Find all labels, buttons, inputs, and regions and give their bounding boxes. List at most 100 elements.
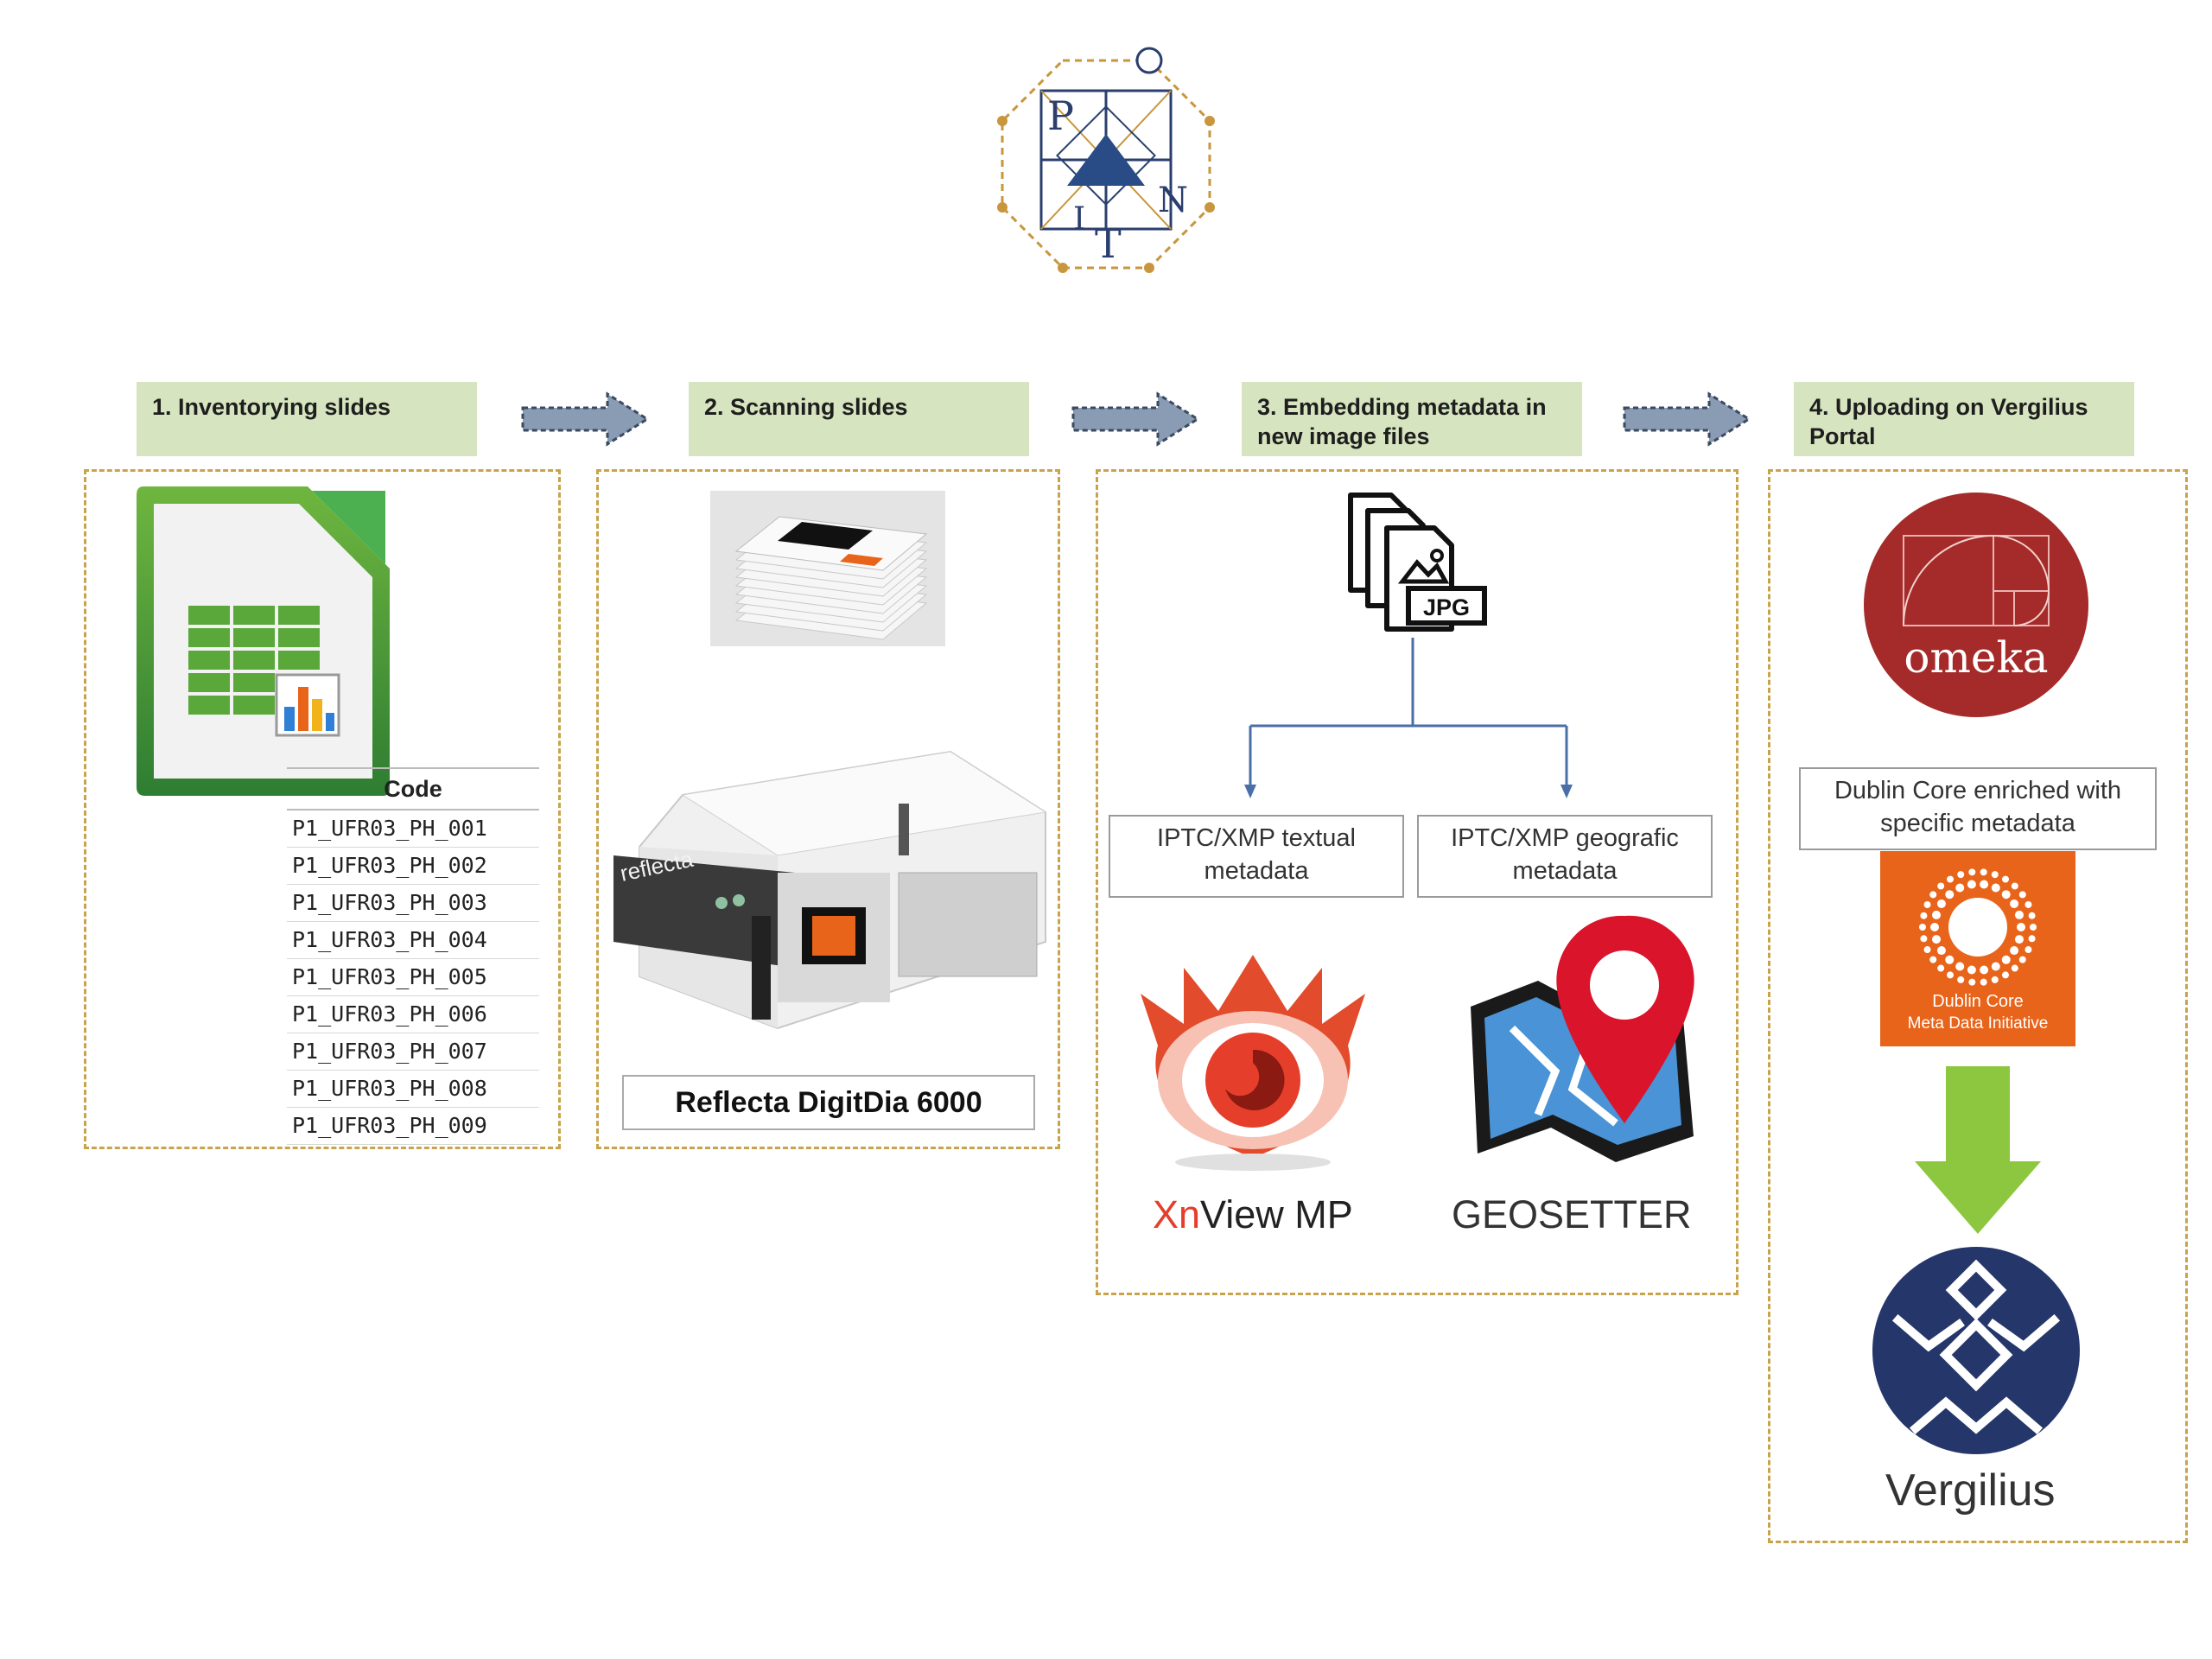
dublin-core-dot [1947, 971, 1954, 979]
step-2-panel [596, 469, 1060, 1149]
dublin-core-dot [1923, 946, 1931, 954]
dublin-core-dot [1945, 955, 1955, 964]
dublin-core-dot [1929, 891, 1937, 899]
dublin-core-dot [2011, 882, 2018, 890]
dublin-core-dot [1980, 868, 1987, 876]
code-table: Code P1_UFR03_PH_001 P1_UFR03_PH_002 P1_… [287, 767, 539, 1145]
xnview-title-prefix: Xn [1153, 1192, 1201, 1236]
dublin-core-dot [1957, 871, 1965, 879]
xnview-logo-icon [1141, 955, 1365, 1171]
dublin-core-dot [1991, 883, 2000, 893]
logo-letter-p: P [1047, 92, 1074, 139]
step-2-label: 2. Scanning slides [704, 394, 908, 420]
dublin-core-dot [1937, 964, 1945, 972]
pitn-logo: P I T N [997, 47, 1215, 273]
table-row: P1_UFR03_PH_003 [287, 884, 539, 922]
dublin-core-dot [1980, 880, 1989, 889]
geo-metadata-box: IPTC/XMP geografic metadata [1417, 815, 1713, 898]
table-row: P1_UFR03_PH_004 [287, 921, 539, 959]
arrow-3-to-4 [1623, 391, 1751, 447]
geo-metadata-label: IPTC/XMP geografic metadata [1451, 824, 1679, 885]
spreadsheet-icon [137, 486, 390, 796]
green-down-arrow [1915, 1066, 2041, 1234]
dublin-core-dot [2002, 875, 2009, 883]
table-row: P1_UFR03_PH_002 [287, 847, 539, 885]
dublin-core-dot [1936, 946, 1946, 956]
dublin-core-dot [2014, 910, 2024, 919]
dublin-core-dot [2030, 924, 2037, 931]
scanner-label-box: Reflecta DigitDia 6000 [622, 1075, 1035, 1130]
dublin-core-dot [2018, 956, 2026, 963]
arrow-2-to-3 [1071, 391, 1200, 447]
omeka-logo: omeka [1864, 493, 2088, 717]
geosetter-logo-icon [1471, 915, 1694, 1162]
step-3-header: 3. Embedding metadata in new image files [1242, 382, 1582, 456]
dublin-core-logo-line2: Meta Data Initiative [1908, 1014, 2049, 1033]
metadata-tree-connector [1244, 638, 1573, 798]
dublin-core-dot [1920, 912, 1928, 919]
step-1-panel [84, 469, 561, 1149]
dublin-core-dot [1991, 962, 2000, 971]
jpg-files-icon: JPG [1348, 493, 1487, 632]
dublin-core-dot [1967, 880, 1976, 889]
logo-letter-t: T [1095, 220, 1122, 267]
dublin-core-logo: Dublin Core Meta Data Initiative [1880, 851, 2075, 1046]
dublin-core-dot [2018, 891, 2026, 899]
xnview-title-suffix: View MP [1200, 1192, 1353, 1236]
dublin-core-caption-box: Dublin Core enriched with specific metad… [1799, 767, 2157, 850]
omeka-text: omeka [1904, 632, 2048, 683]
jpg-badge-text: JPG [1423, 594, 1470, 620]
table-row: P1_UFR03_PH_006 [287, 995, 539, 1033]
scanner-image: reflecta [613, 750, 1047, 1030]
dublin-core-dot [2001, 955, 2011, 964]
dublin-core-dot [1980, 965, 1989, 975]
geosetter-title: GEOSETTER [1452, 1192, 1692, 1236]
dublin-core-dot [2017, 923, 2025, 931]
dublin-core-dot [1991, 871, 1999, 879]
dublin-core-dot [1929, 956, 1937, 963]
vergilius-title: Vergilius [1885, 1465, 2056, 1516]
logo-letter-i: I [1073, 201, 1085, 237]
dublin-core-dot [2001, 890, 2011, 899]
dublin-core-dot [2024, 946, 2032, 954]
dublin-core-dot [2010, 899, 2019, 908]
slide-stack-image [710, 491, 945, 646]
dublin-core-dot [1955, 962, 1965, 971]
table-row: P1_UFR03_PH_007 [287, 1033, 539, 1071]
dublin-core-dot [2024, 900, 2032, 908]
step-2-header: 2. Scanning slides [689, 382, 1029, 456]
vergilius-logo [1872, 1247, 2080, 1454]
dublin-core-dot [2028, 935, 2036, 943]
dublin-core-dot [2010, 946, 2019, 956]
textual-metadata-label: IPTC/XMP textual metadata [1157, 824, 1356, 885]
dublin-core-dot [1937, 882, 1945, 890]
scanner-label: Reflecta DigitDia 6000 [675, 1086, 982, 1119]
dublin-core-dot [1936, 899, 1946, 908]
dublin-core-dot [1923, 900, 1931, 908]
dublin-core-dot [2028, 912, 2036, 919]
step-4-label: 4. Uploading on Vergilius Portal [1809, 394, 2088, 449]
step-1-header: 1. Inventorying slides [137, 382, 477, 456]
dublin-core-dot [1920, 935, 1928, 943]
arrow-1-to-2 [521, 391, 650, 447]
dublin-core-dot [1932, 910, 1942, 919]
table-row: P1_UFR03_PH_001 [287, 810, 539, 848]
dublin-core-dot [1919, 924, 1926, 931]
logo-letter-n: N [1158, 181, 1188, 220]
step-4-panel [1768, 469, 2188, 1543]
table-row: P1_UFR03_PH_009 [287, 1107, 539, 1145]
dublin-core-dot [1932, 935, 1942, 944]
dublin-core-dot [1991, 976, 1999, 983]
dublin-core-caption: Dublin Core enriched with specific metad… [1834, 777, 2122, 837]
table-row: P1_UFR03_PH_008 [287, 1070, 539, 1108]
dublin-core-dot [1930, 923, 1939, 931]
dublin-core-dot [2014, 935, 2024, 944]
dublin-core-dot [1957, 976, 1965, 983]
dublin-core-dot [1968, 868, 1976, 876]
table-row: P1_UFR03_PH_005 [287, 958, 539, 996]
step-3-label: 3. Embedding metadata in new image files [1257, 394, 1547, 449]
dublin-core-dot [1945, 890, 1955, 899]
dublin-core-logo-line1: Dublin Core [1932, 992, 2024, 1011]
dublin-core-dot [1968, 978, 1976, 986]
dublin-core-dot [1967, 965, 1976, 975]
